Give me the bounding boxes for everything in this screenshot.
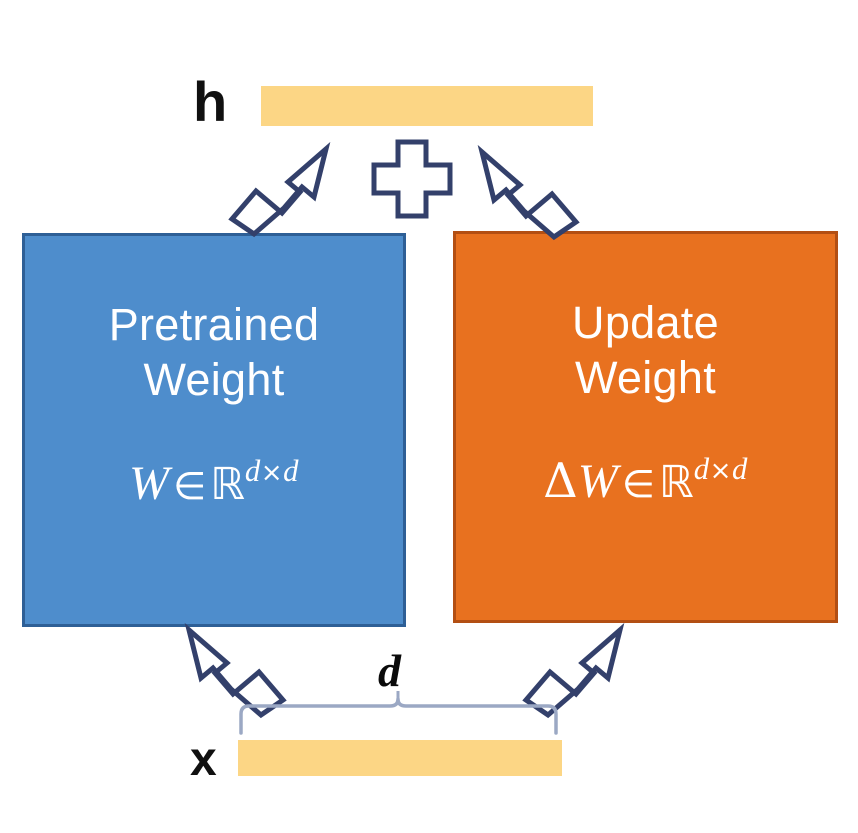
- update-formula-member: ∈: [621, 461, 655, 506]
- arrow-pretrained-to-output-icon: [228, 141, 331, 238]
- pretrained-weight-formula: W∈ℝd×d: [128, 454, 299, 510]
- update-weight-formula: ΔW∈ℝd×d: [543, 452, 748, 509]
- pretrained-formula-symbol: W: [128, 456, 169, 510]
- pretrained-weight-box: Pretrained Weight W∈ℝd×d: [22, 233, 406, 627]
- pretrained-exp-left: d: [244, 453, 261, 488]
- pretrained-title-line2: Weight: [143, 353, 285, 405]
- update-exp-left: d: [693, 451, 710, 486]
- update-title-line2: Weight: [574, 351, 717, 403]
- update-formula-exponent: d×d: [694, 452, 748, 486]
- update-weight-box: Update Weight ΔW∈ℝd×d: [453, 231, 838, 623]
- update-formula-set: ℝ: [658, 456, 694, 508]
- output-vector-bar: [261, 86, 593, 126]
- arrow-input-to-update-icon: [522, 622, 625, 719]
- update-exp-right: d: [732, 451, 748, 486]
- update-formula-delta: Δ: [543, 452, 578, 509]
- arrow-input-to-pretrained-icon: [184, 622, 287, 719]
- update-exp-times: ×: [709, 455, 732, 486]
- pretrained-exp-times: ×: [260, 457, 284, 488]
- pretrained-exp-right: d: [283, 453, 300, 488]
- update-formula-symbol: W: [577, 454, 618, 508]
- pretrained-formula-member: ∈: [172, 463, 207, 508]
- pretrained-formula-set: ℝ: [210, 458, 245, 510]
- update-weight-title: Update Weight: [572, 296, 719, 406]
- input-vector-bar: [238, 740, 562, 776]
- dimension-brace: [239, 691, 558, 735]
- output-vector-label: h: [193, 70, 228, 133]
- arrow-update-to-output-icon: [477, 144, 580, 241]
- plus-operator-icon: [371, 139, 453, 219]
- pretrained-title-line1: Pretrained: [108, 299, 320, 350]
- pretrained-formula-exponent: d×d: [245, 454, 299, 488]
- update-title-line1: Update: [572, 297, 719, 348]
- pretrained-weight-title: Pretrained Weight: [109, 298, 320, 408]
- dimension-label: d: [378, 645, 401, 696]
- input-vector-label: x: [190, 733, 217, 786]
